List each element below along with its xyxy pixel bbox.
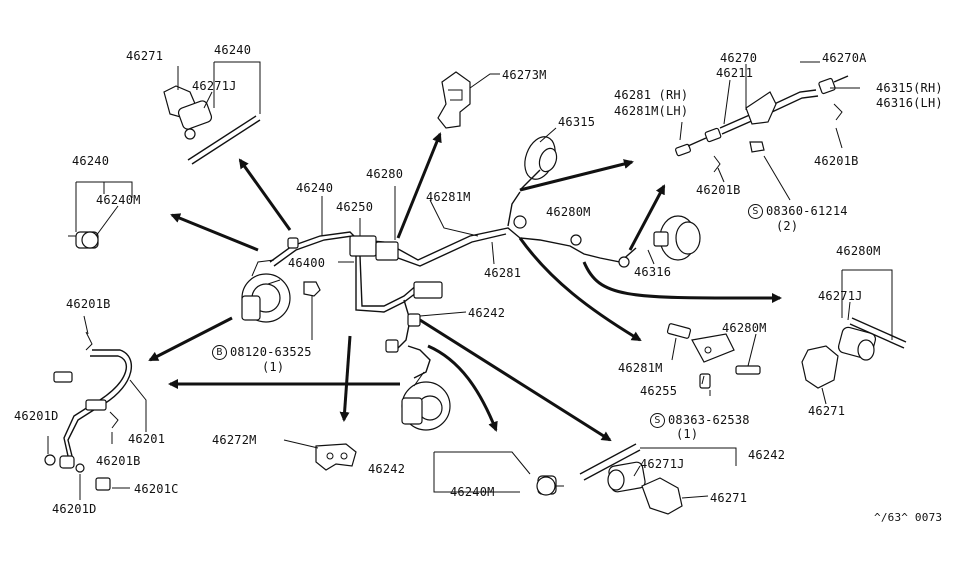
right-middle-clip-assembly [801,269,907,405]
label-08363-qty: (1) [676,427,699,441]
label-46201b-left-top: 46201B [66,297,111,311]
label-46270: 46270 [720,51,758,65]
label-46240-center: 46240 [296,181,334,195]
central-leaders [321,186,495,317]
label-46281m-lh: 46281M(LH) [614,104,689,118]
label-46281m-right: 46281M [618,361,663,375]
bottom-brake-assembly [401,371,451,431]
label-46201-left: 46201 [128,432,166,446]
label-46281m-center: 46281M [426,190,471,204]
left-brake-assembly [241,259,291,323]
label-08120-63525: 08120-63525 [230,345,312,359]
right-lower-fittings [666,323,761,396]
callout-arrows [148,132,782,442]
grommet-46240m-bottom [433,451,564,496]
bottom-right-clip-assembly [579,443,737,515]
label-46315: 46315 [558,115,596,129]
callout-b-symbol: B [212,345,227,360]
label-46280: 46280 [366,167,404,181]
label-46201b-left-2: 46201B [96,454,141,468]
central-brake-lines [269,191,637,379]
label-46271j-right: 46271J [818,289,863,303]
label-08120-qty: (1) [262,360,285,374]
right-drum-46316 [647,215,701,265]
label-46271j-bottom-right: 46271J [640,457,685,471]
label-46400: 46400 [288,256,326,270]
label-46211: 46211 [716,66,754,80]
label-46242-center: 46242 [468,306,506,320]
top-left-clip-assembly [163,61,261,165]
label-46201b-right-2: 46201B [696,183,741,197]
label-46271-right: 46271 [808,404,846,418]
label-46255: 46255 [640,384,678,398]
label-46201b-right-1: 46201B [814,154,859,168]
label-46272m: 46272M [212,433,257,447]
label-08360-qty: (2) [776,219,799,233]
label-46280m-right-2: 46280M [722,321,767,335]
label-46270a: 46270A [822,51,867,65]
label-46240-top-left: 46240 [214,43,252,57]
left-hose-assembly [44,315,147,500]
label-46240m-left: 46240M [96,193,141,207]
label-46315-rh: 46315(RH) [876,81,943,95]
label-46242-bottom: 46242 [368,462,406,476]
label-46201d-left-1: 46201D [14,409,59,423]
grommet-46240m-left [68,181,133,249]
label-46316: 46316 [634,265,672,279]
label-46240m-bottom: 46240M [450,485,495,499]
label-46242-bottom-right: 46242 [748,448,786,462]
label-46280m-right: 46280M [836,244,881,258]
label-46201d-left-2: 46201D [52,502,97,516]
label-46201c: 46201C [134,482,179,496]
label-46250: 46250 [336,200,374,214]
callout-s-symbol-2: S [650,413,665,428]
label-08360-61214: 08360-61214 [766,204,848,218]
label-46271-bottom-right: 46271 [710,491,748,505]
label-46281-center: 46281 [484,266,522,280]
bracket-46273m [437,71,500,129]
label-46271j-top-left: 46271J [192,79,237,93]
label-46316-lh: 46316(LH) [876,96,943,110]
right-top-fittings [519,61,860,201]
label-46273m: 46273M [502,68,547,82]
label-46280m-center: 46280M [546,205,591,219]
label-46240-left: 46240 [72,154,110,168]
bracket-46272m [283,439,357,471]
callout-s-symbol-1: S [748,204,763,219]
label-08363-62538: 08363-62538 [668,413,750,427]
diagram-code: ^/63^ 0073 [874,511,943,524]
label-46281-rh: 46281 (RH) [614,88,689,102]
label-46271-top-left: 46271 [126,49,164,63]
